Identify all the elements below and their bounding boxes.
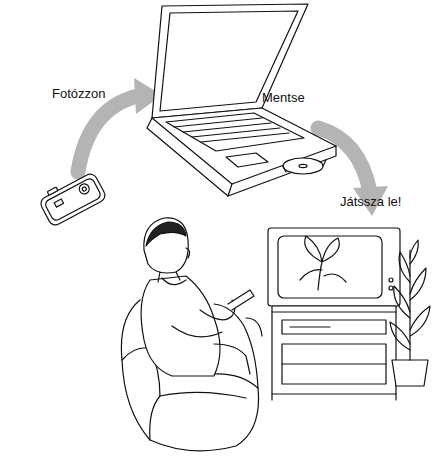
potted-plant — [390, 240, 430, 386]
television — [268, 228, 400, 400]
step-label: Fotózzon — [52, 86, 105, 102]
laptop — [147, 4, 336, 196]
person-in-armchair — [121, 218, 262, 451]
step-label: Játssza le! — [340, 194, 401, 210]
step-label: Mentse — [262, 90, 305, 106]
camera — [37, 168, 108, 227]
